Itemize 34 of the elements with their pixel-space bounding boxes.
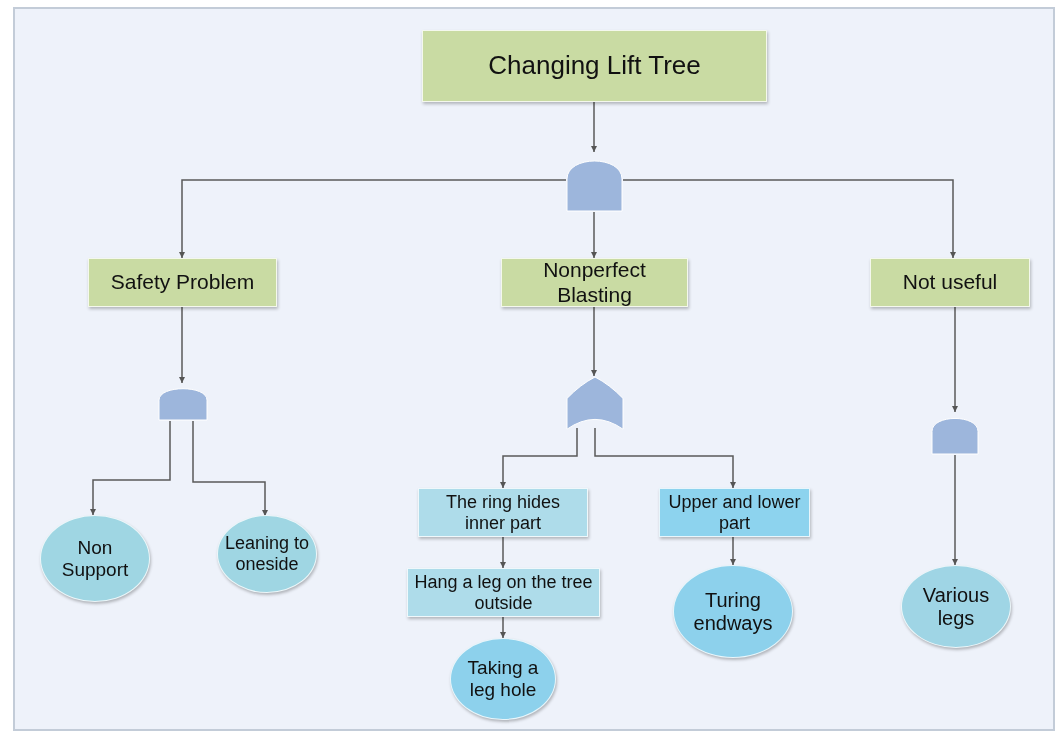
arrow — [622, 179, 956, 259]
event-box — [422, 30, 767, 102]
event-box — [659, 488, 810, 537]
arrow — [192, 420, 268, 517]
arrow — [500, 616, 506, 639]
arrow — [179, 306, 185, 384]
event-label: Changing Lift Tree — [488, 51, 701, 81]
event-box — [88, 258, 277, 307]
event-label: Non Support — [60, 536, 130, 581]
event-box — [407, 568, 600, 617]
arrow — [591, 306, 597, 377]
event-label: Safety Problem — [110, 270, 255, 295]
arrow — [730, 536, 736, 566]
event-label: Various legs — [921, 583, 991, 630]
event-label: Not useful — [902, 270, 998, 295]
event-label: Taking a leg hole — [466, 657, 540, 701]
arrow — [591, 211, 597, 259]
arrow — [594, 427, 736, 489]
event-box — [501, 258, 688, 307]
event-box — [870, 258, 1030, 307]
event-label: Nonperfect Blasting — [542, 258, 647, 307]
arrow — [500, 536, 506, 569]
event-label: Leaning to oneside — [224, 533, 310, 575]
arrow — [952, 306, 958, 413]
arrow — [90, 420, 171, 516]
event-box — [418, 488, 588, 537]
arrow — [591, 101, 597, 153]
arrow — [500, 427, 578, 489]
event-label: Turing endways — [692, 588, 774, 635]
event-label: Upper and lower part — [667, 491, 802, 534]
arrow — [952, 454, 958, 566]
arrow — [179, 179, 567, 259]
event-label: The ring hides inner part — [444, 491, 562, 534]
event-label: Hang a leg on the tree outside — [414, 571, 593, 614]
